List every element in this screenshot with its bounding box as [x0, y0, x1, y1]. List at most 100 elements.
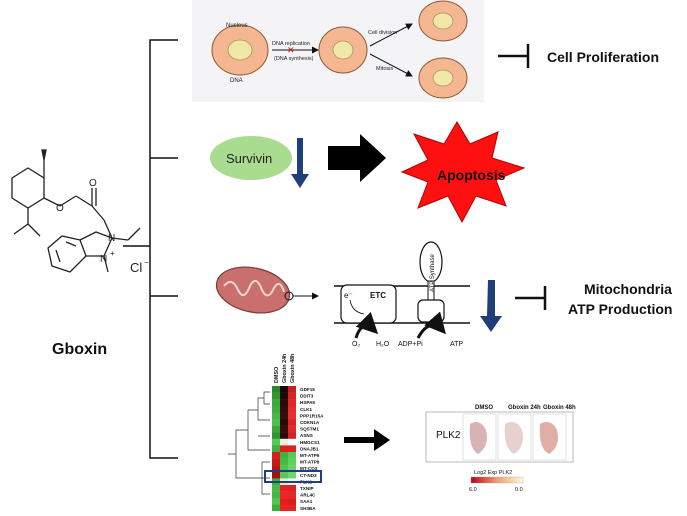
heatmap-cell — [288, 438, 296, 446]
heatmap-cell — [280, 491, 288, 499]
heatmap-gene-label: DNAJB1 — [300, 446, 319, 451]
heatmap-cell — [280, 438, 288, 446]
heatmap-gene-label: GDF15 — [300, 387, 315, 392]
apoptosis-big-arrow — [328, 134, 386, 182]
heatmap-cell — [280, 452, 288, 459]
heatmap-gene-label: SQSTM1 — [300, 427, 319, 432]
carbonyl-oxygen: O — [89, 178, 97, 189]
heatmap-cell — [280, 425, 288, 433]
atp-label: ATP — [450, 341, 463, 348]
heatmap-cell — [288, 491, 296, 499]
heatmap-cell — [280, 471, 288, 479]
heatmap-cell — [272, 432, 280, 439]
heatmap-cell — [272, 491, 280, 499]
survivin-label: Survivin — [226, 151, 272, 166]
heatmap-gene-label: TXNIP — [300, 486, 314, 491]
electron-label: e⁻ — [344, 291, 353, 300]
survivin-oval — [210, 136, 292, 180]
heatmap-column-label: DMSO — [274, 367, 280, 383]
heatmap-cell — [272, 465, 280, 472]
heatmap-cell — [280, 392, 288, 400]
heatmap-gene-label: MT-ATP6 — [300, 453, 320, 458]
heatmap-cell — [272, 485, 280, 492]
heatmap-cell — [288, 432, 296, 439]
legend-title: Log2 Exp PLK2 — [474, 470, 512, 476]
survivin-down-arrow — [291, 138, 309, 188]
chloride-charge: − — [144, 258, 149, 267]
mito-label-2: ATP Production — [568, 301, 672, 317]
proliferation-label: Cell Proliferation — [547, 49, 659, 65]
heatmap-cell — [272, 412, 280, 420]
heatmap-cell — [288, 465, 296, 472]
heatmap-gene-label: SH3BA — [300, 506, 316, 511]
atp-reaction-arrow — [416, 311, 446, 339]
heatmap-column-label: Gboxin 24h — [282, 354, 288, 383]
heatmap-gene-label: CDKN1A — [300, 420, 320, 425]
mitochondrion-icon — [215, 266, 291, 314]
nitrogen-atom: N — [108, 233, 115, 244]
heatmap-cell — [280, 412, 288, 420]
inhibition-symbol-proliferation — [498, 44, 530, 68]
o2-label: O₂ — [352, 341, 360, 348]
heatmap-gene-label: HMGCS1 — [300, 440, 320, 445]
gboxin-structure — [11, 149, 141, 273]
mitosis-label: Mitosis — [376, 66, 393, 72]
mito-label-1: Mitochondria — [584, 281, 672, 297]
plk2-tile-24h — [497, 413, 532, 461]
heatmap-cell — [272, 452, 280, 459]
heatmap-cell — [272, 445, 280, 453]
ester-oxygen: O — [56, 203, 64, 214]
daughter-cell-1 — [418, 0, 468, 42]
heatmap-cell — [288, 485, 296, 492]
heatmap-cell — [288, 392, 296, 400]
heatmap-cell — [288, 471, 296, 479]
heatmap-cell — [288, 458, 296, 466]
branch-bracket — [123, 39, 178, 459]
daughter-cell-2 — [418, 57, 468, 99]
heatmap-cell — [280, 465, 288, 472]
dna-label: DNA — [230, 78, 243, 84]
replication-cross-icon: ✕ — [287, 45, 295, 55]
heatmap-cell — [280, 445, 288, 453]
heatmap-cell — [280, 485, 288, 492]
heatmap-cell — [272, 458, 280, 466]
cation-charge: + — [110, 249, 115, 258]
heatmap-gene-label: PPP1R15A — [300, 413, 324, 418]
parent-cell-1 — [211, 24, 269, 76]
heatmap-cell — [272, 386, 280, 393]
heatmap-cell — [288, 412, 296, 420]
heatmap-cell — [288, 504, 296, 512]
expression-heatmap — [272, 386, 296, 512]
heatmap-dendrogram — [228, 391, 270, 495]
heatmap-cell — [272, 504, 280, 512]
heatmap-cell — [280, 399, 288, 406]
heatmap-cell — [288, 445, 296, 453]
heatmap-cell — [272, 399, 280, 406]
heatmap-cell — [272, 392, 280, 400]
heatmap-gene-label: MT-CO3 — [300, 466, 318, 471]
heatmap-gene-label: HSPA5 — [300, 400, 315, 405]
heatmap-cell — [288, 386, 296, 393]
replicated-cell — [318, 26, 368, 74]
compound-name: Gboxin — [52, 341, 107, 358]
heatmap-gene-label: CLK1 — [300, 407, 312, 412]
plk2-col-48h: Gboxin 48h — [543, 405, 576, 411]
apoptosis-label: Apoptosis — [437, 167, 506, 183]
chloride-counterion: Cl — [130, 260, 142, 275]
heatmap-cell — [280, 419, 288, 426]
etc-label: ETC — [370, 291, 386, 300]
plk2-panel-title: PLK2 — [436, 430, 461, 441]
heatmap-cell — [280, 432, 288, 439]
atp-synthase-label: ATP Synthase — [430, 254, 436, 292]
legend-color-bar — [470, 476, 524, 484]
heatmap-cell — [288, 399, 296, 406]
heatmap-cell — [272, 471, 280, 479]
heatmap-gene-labels: GDF15DDIT3HSPA5CLK1PPP1R15ACDKN1ASQSTM1A… — [300, 387, 324, 511]
heatmap-gene-label: CT-ND3 — [300, 473, 317, 478]
heatmap-gene-label: ARL4C — [300, 493, 316, 498]
nucleus-label: Nucleus — [226, 23, 248, 29]
heatmap-cell — [280, 405, 288, 413]
h2o-label: H₂O — [376, 341, 390, 348]
heatmap-gene-label: SAA1 — [300, 499, 313, 504]
